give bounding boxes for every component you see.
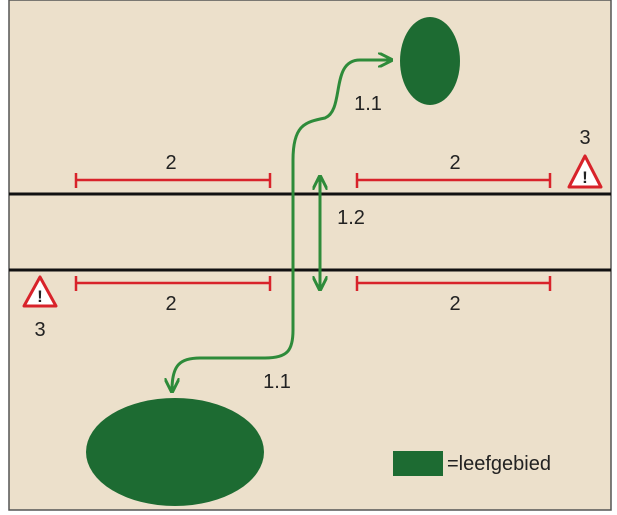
svg-text:!: !: [37, 287, 43, 306]
habitat-swatch: [393, 451, 443, 476]
svg-text:!: !: [582, 168, 588, 187]
zone-label-top-left: 2: [165, 152, 176, 174]
crossing-label: 1.2: [337, 207, 365, 229]
zone-label-bottom-left: 2: [165, 293, 176, 315]
route-label-upper: 1.1: [354, 93, 382, 115]
migration-route-arrow: [172, 60, 390, 390]
legend-label: =leefgebied: [447, 453, 551, 475]
warning-triangle-icon: !: [567, 154, 603, 189]
warning-label-right: 3: [579, 127, 590, 149]
habitat-top: [400, 17, 460, 105]
warning-triangle-icon: !: [22, 275, 58, 308]
legend: =leefgebied: [393, 451, 551, 476]
zone-label-bottom-right: 2: [449, 293, 460, 315]
zone-label-top-right: 2: [449, 152, 460, 174]
route-label-lower: 1.1: [263, 371, 291, 393]
warning-label-left: 3: [34, 319, 45, 341]
habitat-bottom: [86, 398, 264, 506]
